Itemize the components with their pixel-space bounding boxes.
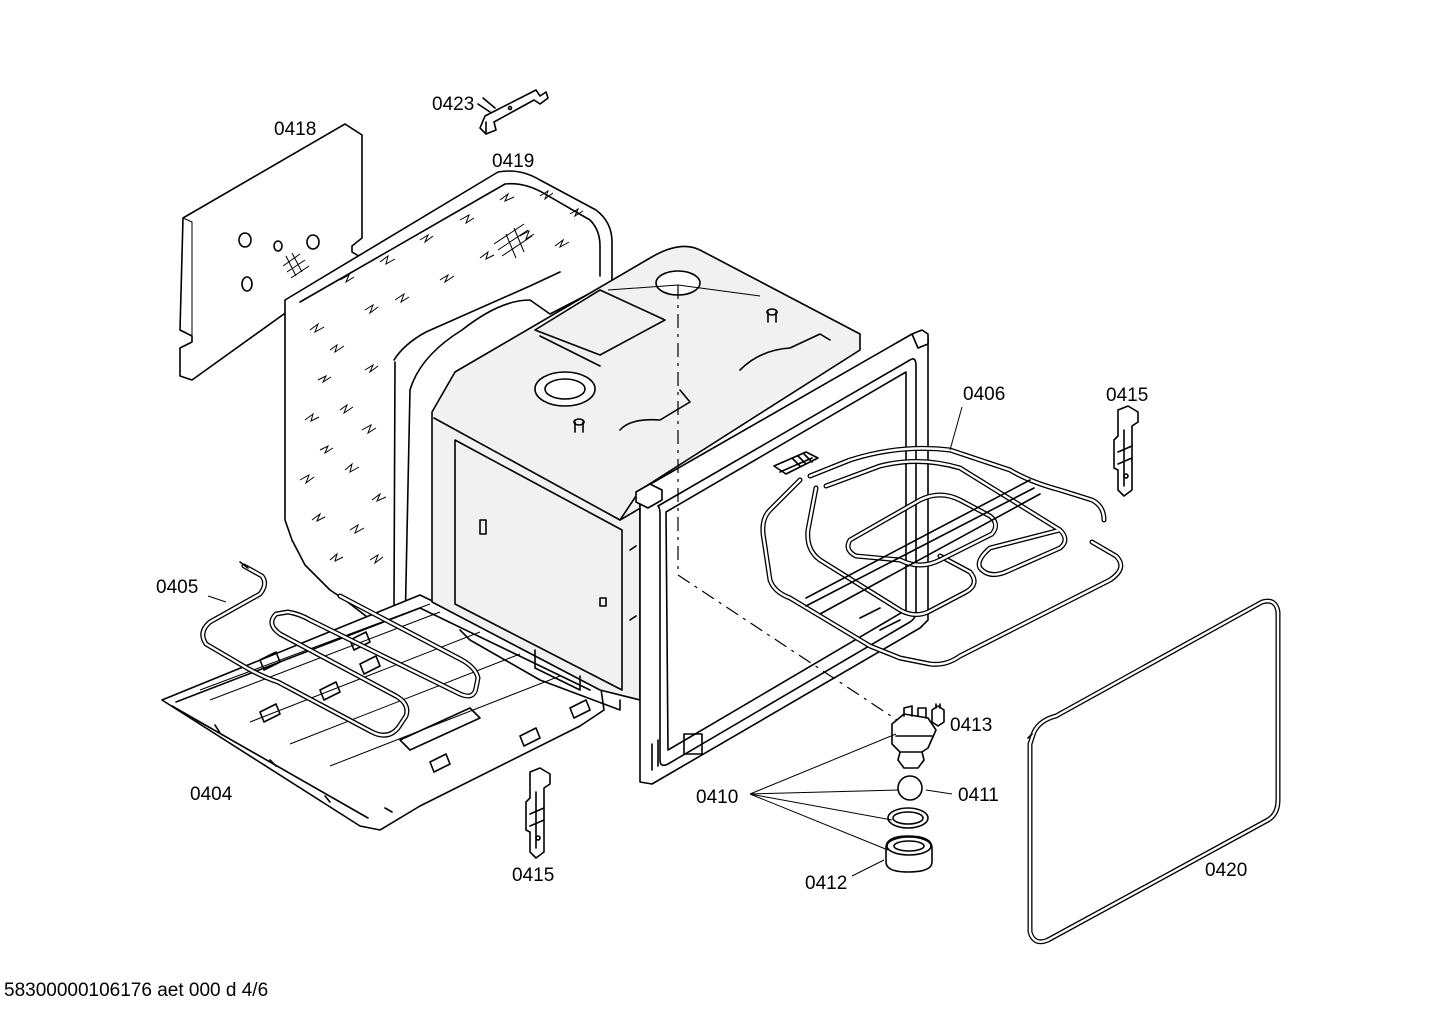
- label-0415-bottom: 0415: [512, 865, 554, 886]
- oven-cavity: [431, 245, 861, 711]
- part-0419-insulation-wrap: [284, 170, 613, 637]
- label-0410: 0410: [696, 787, 738, 808]
- label-0423: 0423: [432, 94, 474, 115]
- leader-lines: [207, 406, 963, 877]
- label-0418: 0418: [274, 119, 316, 140]
- part-0415-rack-bracket-bottom: [525, 767, 551, 859]
- label-0411: 0411: [958, 785, 999, 806]
- front-frame: [635, 329, 929, 785]
- part-0413-clip: [931, 703, 945, 727]
- part-0418-rear-panel: [179, 123, 363, 381]
- label-0405: 0405: [156, 577, 198, 598]
- part-0415-rack-bracket-right: [1113, 405, 1139, 497]
- part-0411-seal-ring: [887, 807, 929, 829]
- callout-labels: 0418 0423 0419 0406 0415 0405 0404 0415 …: [156, 94, 1247, 894]
- label-0404: 0404: [190, 784, 233, 805]
- label-0420: 0420: [1205, 860, 1247, 881]
- part-0405-bottom-element: [200, 561, 481, 738]
- part-0412-lamp-cover: [885, 835, 933, 873]
- part-0410-lamp-assembly: [891, 705, 937, 801]
- label-0413: 0413: [950, 715, 992, 736]
- document-id: 58300000106176 aet 000 d 4/6: [4, 980, 269, 1001]
- label-0412: 0412: [805, 873, 847, 894]
- part-0420-door-seal: [1027, 598, 1281, 945]
- label-0415-right: 0415: [1106, 385, 1148, 406]
- label-0419: 0419: [492, 151, 534, 172]
- label-0406: 0406: [963, 384, 1005, 405]
- part-0406-grill-element: [760, 445, 1124, 667]
- part-0423-bracket: [477, 89, 549, 135]
